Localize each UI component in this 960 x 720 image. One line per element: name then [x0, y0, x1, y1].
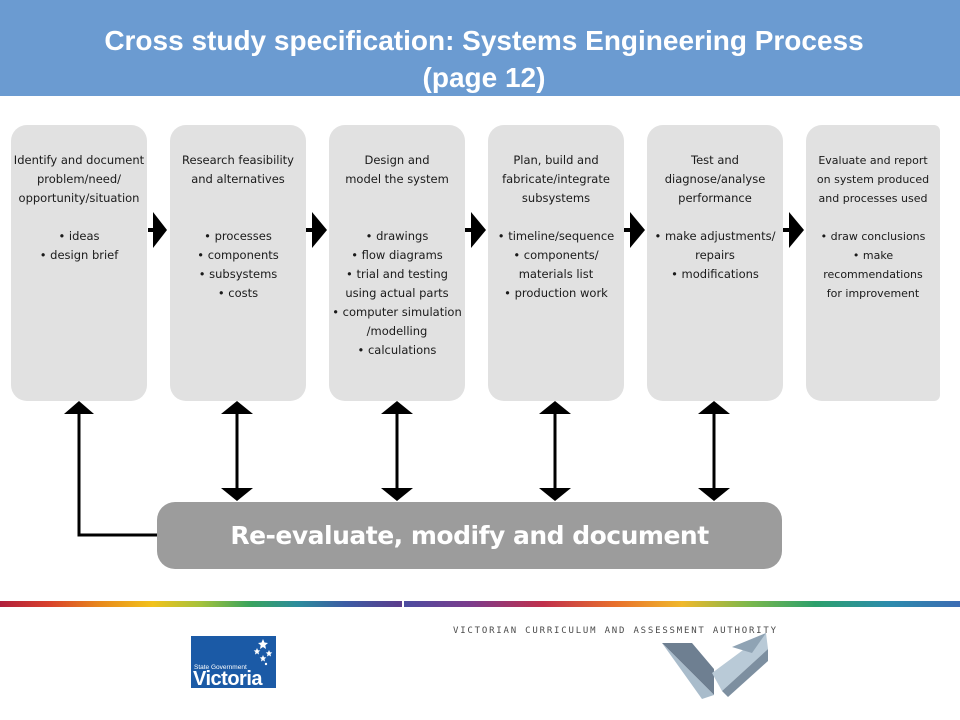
step-design-model: Design and model the system • drawings •… — [329, 125, 465, 401]
bullet-item: • modifications — [671, 267, 759, 281]
victoria-government-logo: State Government Victoria — [191, 636, 276, 690]
double-arrow-step5 — [698, 401, 730, 501]
title-bar: Cross study specification: Systems Engin… — [0, 0, 960, 96]
vic-logo-big-text: Victoria — [193, 668, 263, 690]
bullet-item: • draw conclusions — [820, 230, 926, 243]
forward-arrow-4 — [624, 212, 645, 248]
re-evaluate-label: Re-evaluate, modify and document — [230, 521, 709, 550]
bullet-item: • components — [197, 248, 279, 262]
bullet-item: • costs — [217, 286, 259, 300]
bullet-item: • design brief — [39, 248, 119, 262]
bullet-item: • calculations — [357, 343, 437, 357]
southern-cross-icon — [253, 639, 273, 666]
slide-title: Cross study specification: Systems Engin… — [0, 22, 960, 96]
rainbow-divider-left — [0, 601, 402, 607]
vic-logo-small-text: State Government — [194, 664, 247, 671]
vcaa-logo-mark — [662, 633, 768, 699]
step-evaluate-report: Evaluate and report on system produced a… — [806, 125, 940, 401]
step-test-diagnose: Test and diagnose/analyse performance • … — [647, 125, 783, 401]
bullet-item: • timeline/sequence — [497, 229, 615, 243]
step-research-feasibility: Research feasibility and alternatives • … — [170, 125, 306, 401]
bullet-item: • computer simulation /modelling — [332, 305, 462, 338]
step-bullet-list: • drawings • flow diagrams • trial and t… — [329, 227, 465, 360]
step-plan-build: Plan, build and fabricate/integrate subs… — [488, 125, 624, 401]
rainbow-divider-right — [404, 601, 960, 607]
step-bullet-list: • draw conclusions • make recommendation… — [806, 227, 940, 303]
double-arrow-step3 — [381, 401, 413, 501]
vcaa-name: VICTORIAN CURRICULUM AND ASSESSMENT AUTH… — [453, 626, 778, 636]
forward-arrow-2 — [306, 212, 327, 248]
bullet-item: • processes — [204, 229, 272, 243]
double-arrow-step4 — [539, 401, 571, 501]
bullet-item: • drawings — [365, 229, 429, 243]
bullet-item: • production work — [504, 286, 608, 300]
double-arrow-step2 — [221, 401, 253, 501]
slide-title-line-2: (page 12) — [422, 62, 546, 93]
slide-title-line-1: Cross study specification: Systems Engin… — [104, 25, 864, 56]
step-bullet-list: • timeline/sequence • components/ materi… — [488, 227, 624, 303]
step-bullet-list: • make adjustments/ repairs • modificati… — [647, 227, 783, 284]
forward-arrow-3 — [465, 212, 486, 248]
step-title: Design and model the system — [345, 153, 449, 186]
feedback-return-arrow — [64, 401, 158, 537]
bullet-item: • make recommendations for improvement — [823, 249, 923, 300]
bullet-item: • subsystems — [198, 267, 278, 281]
bullet-item: • trial and testing using actual parts — [345, 267, 449, 300]
step-title: Evaluate and report on system produced a… — [816, 154, 930, 205]
bullet-item: • make adjustments/ repairs — [654, 229, 776, 262]
step-title: Research feasibility and alternatives — [182, 153, 294, 186]
step-title: Plan, build and fabricate/integrate subs… — [502, 153, 610, 205]
step-title: Identify and document problem/need/ oppo… — [13, 153, 145, 205]
bullet-item: • flow diagrams — [351, 248, 443, 262]
step-identify-problem: Identify and document problem/need/ oppo… — [11, 125, 147, 401]
step-title: Test and diagnose/analyse performance — [664, 153, 766, 205]
flow-connectors — [64, 212, 804, 537]
re-evaluate-bar: Re-evaluate, modify and document — [157, 502, 782, 569]
step-bullet-list: • processes • components • subsystems • … — [170, 227, 306, 303]
forward-arrow-5 — [783, 212, 804, 248]
bullet-item: • components/ materials list — [513, 248, 599, 281]
step-bullet-list: • ideas • design brief — [11, 227, 147, 265]
forward-arrow-1 — [148, 212, 167, 248]
bullet-item: • ideas — [58, 229, 100, 243]
